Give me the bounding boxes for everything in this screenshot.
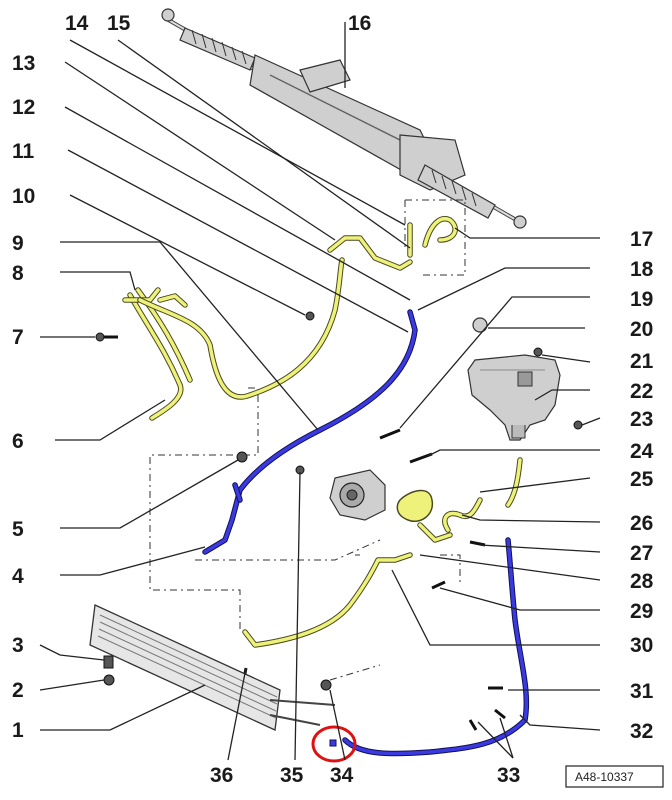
callout-20: 20 bbox=[630, 318, 653, 341]
highlight-circle bbox=[311, 725, 357, 763]
callout-21: 21 bbox=[630, 350, 654, 373]
leader-lines bbox=[39, 22, 601, 761]
callout-numbers: 1 2 3 4 5 6 7 8 9 10 11 12 13 14 15 16 1… bbox=[12, 12, 654, 787]
callout-29: 29 bbox=[630, 600, 653, 623]
callout-25: 25 bbox=[630, 468, 654, 491]
callout-5: 5 bbox=[12, 518, 24, 541]
callout-14: 14 bbox=[65, 12, 89, 35]
callout-17: 17 bbox=[630, 228, 653, 251]
callout-9: 9 bbox=[12, 232, 24, 255]
callout-30: 30 bbox=[630, 634, 653, 657]
pump-fitting-25 bbox=[396, 489, 453, 543]
callout-4: 4 bbox=[12, 565, 24, 588]
callout-3: 3 bbox=[12, 634, 24, 657]
callout-22: 22 bbox=[630, 380, 653, 403]
fluid-reservoir bbox=[467, 354, 561, 441]
power-steering-pump bbox=[329, 469, 386, 521]
callout-32: 32 bbox=[630, 720, 653, 743]
callout-33: 33 bbox=[497, 764, 520, 787]
reference-code: A48-10337 bbox=[575, 770, 634, 784]
callout-19: 19 bbox=[630, 288, 653, 311]
callout-15: 15 bbox=[107, 12, 131, 35]
reference-box: A48-10337 bbox=[565, 765, 664, 788]
callout-1: 1 bbox=[12, 719, 24, 742]
callout-31: 31 bbox=[630, 680, 654, 703]
return-line-8 bbox=[137, 235, 413, 400]
assembly-guide-lines bbox=[149, 199, 466, 681]
callout-6: 6 bbox=[12, 430, 24, 453]
callout-26: 26 bbox=[630, 512, 653, 535]
callout-28: 28 bbox=[630, 570, 654, 593]
callout-7: 7 bbox=[12, 326, 24, 349]
return-pipe-17 bbox=[407, 216, 458, 258]
callout-18: 18 bbox=[630, 258, 654, 281]
steering-rack bbox=[161, 8, 527, 229]
callout-12: 12 bbox=[12, 96, 35, 119]
callout-16: 16 bbox=[348, 12, 371, 35]
return-line-30 bbox=[242, 457, 523, 648]
callout-23: 23 bbox=[630, 408, 653, 431]
oil-cooler bbox=[89, 604, 336, 731]
callout-35: 35 bbox=[280, 764, 304, 787]
callout-13: 13 bbox=[12, 52, 35, 75]
callout-34: 34 bbox=[330, 764, 354, 787]
callout-8: 8 bbox=[12, 262, 24, 285]
fasteners bbox=[95, 311, 583, 747]
callout-36: 36 bbox=[210, 764, 233, 787]
callout-24: 24 bbox=[630, 440, 654, 463]
pressure-line bbox=[202, 309, 418, 555]
callout-2: 2 bbox=[12, 679, 24, 702]
callout-27: 27 bbox=[630, 542, 653, 565]
callout-10: 10 bbox=[12, 185, 35, 208]
callout-11: 11 bbox=[12, 140, 35, 163]
